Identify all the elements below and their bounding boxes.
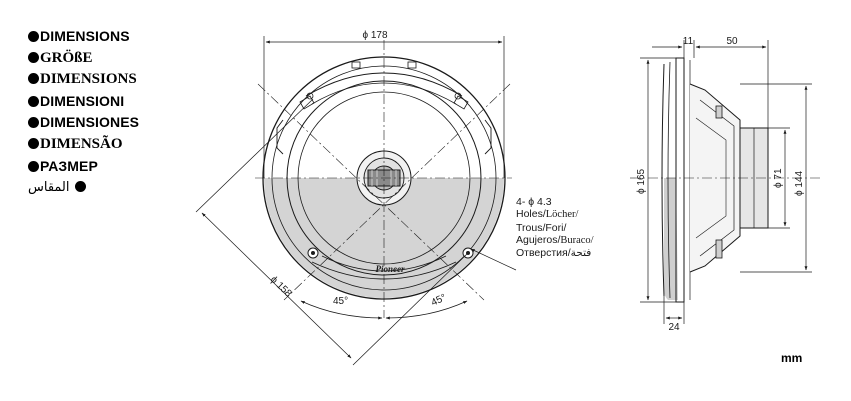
title-list: DIMENSIONS GRÖßE DIMENSIONS DIMENSIONI D… — [28, 26, 139, 199]
side-tab-right — [484, 119, 492, 155]
flange — [675, 57, 685, 303]
dim-outer-diameter — [263, 36, 505, 178]
angle-left-label: 45° — [333, 296, 348, 307]
title-french: DIMENSIONS — [28, 69, 139, 91]
grille-profile-inner — [667, 61, 671, 299]
side-tab-left — [276, 119, 284, 155]
bullet-icon — [28, 160, 39, 172]
title-spanish: DIMENSIONES — [28, 112, 139, 134]
flange-shade — [664, 178, 678, 300]
terminal — [715, 105, 723, 119]
holes-line-3: Agujeros/Buraco/ — [516, 233, 594, 246]
title-portuguese: DIMENSÃO — [28, 134, 139, 156]
bullet-icon — [28, 73, 39, 85]
title-italian: DIMENSIONI — [28, 91, 139, 113]
title-german: GRÖßE — [28, 48, 139, 70]
dim-outer-diameter-label: ϕ 178 — [362, 30, 388, 41]
rim-tab — [299, 95, 315, 110]
centerline-diagonal — [257, 83, 485, 301]
side-dimensions — [640, 40, 812, 324]
bullet-icon — [74, 181, 86, 193]
holes-line-1: Holes/Löcher/ — [516, 208, 579, 221]
unit-label: mm — [781, 351, 803, 365]
brand-logo: Pioneer — [376, 264, 405, 274]
bullet-icon — [28, 31, 39, 42]
holes-note: 4- ϕ 4.3 Holes/Löcher/ Trous/Fori/ Aguje… — [516, 196, 594, 259]
title-english: DIMENSIONS — [28, 26, 139, 48]
bullet-icon — [28, 137, 39, 149]
dim-frame-diameter-label: ϕ 165 — [636, 168, 647, 194]
mount-hole — [306, 92, 314, 100]
dim-magnet-diameter-label: ϕ 71 — [773, 168, 784, 188]
rim-notch — [407, 61, 417, 69]
grille-profile — [661, 63, 665, 297]
title-arabic: المقاس — [28, 177, 139, 199]
rim-notch — [351, 61, 361, 69]
dim-depth-label: 50 — [726, 36, 738, 47]
bullet-icon — [28, 117, 39, 129]
bullet-icon — [28, 51, 39, 63]
dim-cutout-diameter-label: ϕ 144 — [794, 170, 805, 196]
bullet-icon — [28, 95, 39, 107]
title-russian: РАЗМЕР — [28, 156, 139, 178]
holes-leader — [470, 248, 517, 271]
holes-count-diameter: 4- ϕ 4.3 — [516, 196, 552, 208]
front-view — [255, 40, 512, 318]
mount-hole — [454, 92, 462, 100]
side-view — [630, 57, 820, 303]
dim-diagonal-label: ϕ 158 — [268, 274, 294, 300]
rim-tab — [453, 95, 469, 110]
dim-flange-label: 11 — [683, 36, 694, 47]
dim-flange-to-rear-label: 24 — [668, 322, 680, 333]
angle-right-label: 45° — [430, 292, 448, 308]
holes-line-2: Trous/Fori/ — [516, 221, 567, 234]
terminal — [715, 239, 723, 259]
holes-line-4: Отверстия/فتحة — [516, 247, 592, 260]
angle-arc — [300, 300, 468, 320]
